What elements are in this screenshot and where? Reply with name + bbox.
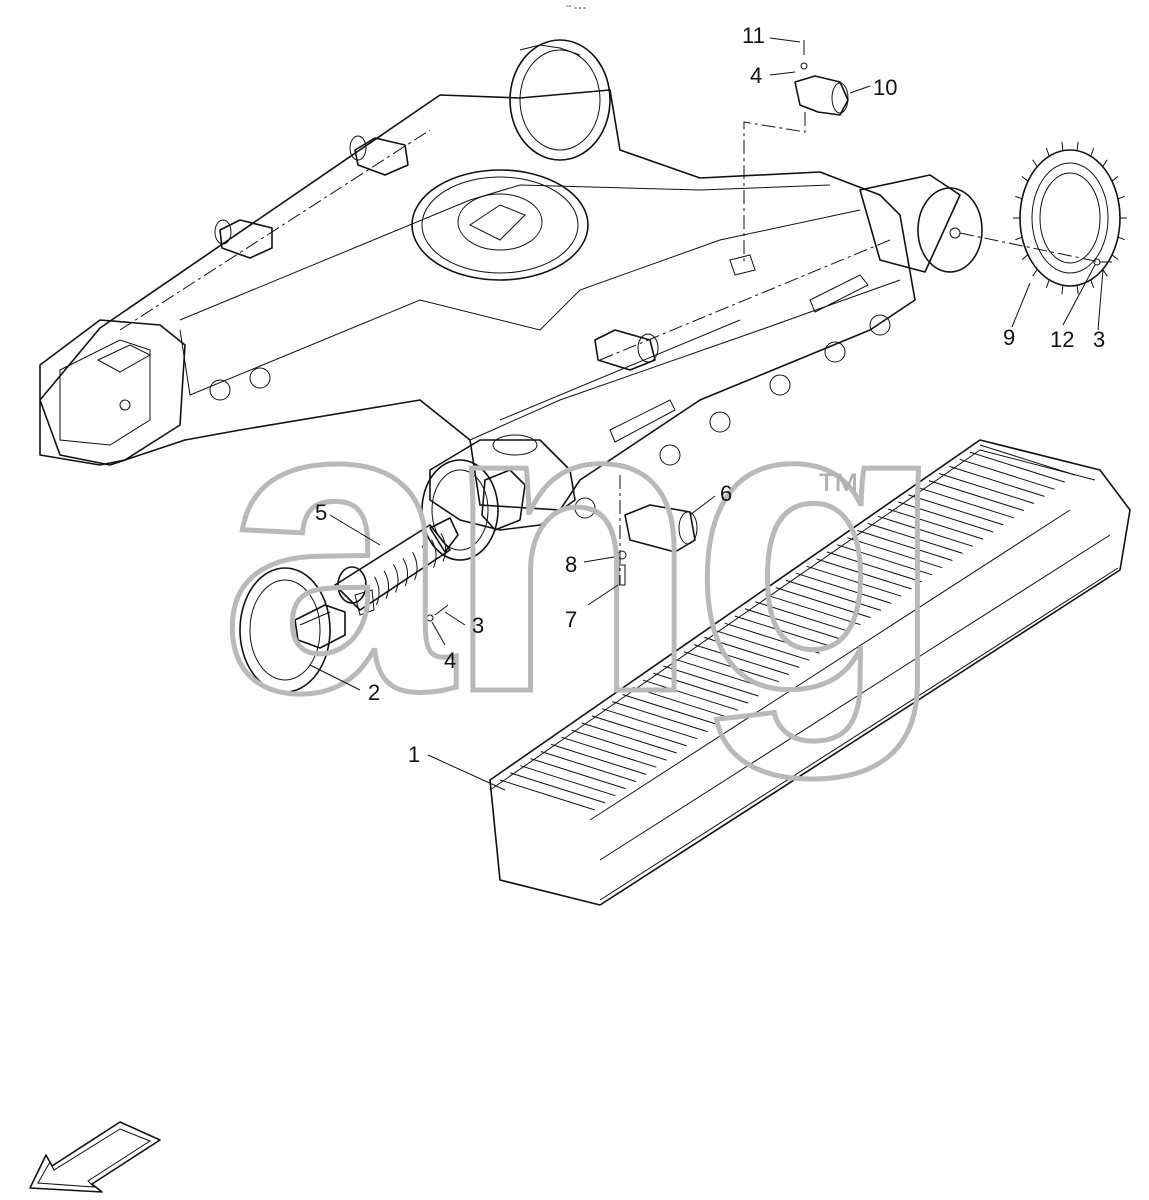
callout-3: 3 [472,613,484,638]
header-marks: °° ∘∘∘ [566,4,587,12]
bolt-and-washer-front [426,604,449,622]
callout-labels: 1 2 3 3 4 4 5 6 7 8 9 10 11 12 [315,23,1105,767]
callout-12: 12 [1050,327,1074,352]
callout-2: 2 [368,680,380,705]
lower-roller-exploded [617,475,698,586]
callout-10: 10 [873,75,897,100]
callout-6: 6 [720,481,732,506]
leader-lines [309,37,1104,791]
callout-4: 4 [444,648,456,673]
callout-9: 9 [1003,325,1015,350]
track-chain [489,439,1131,906]
sprocket-exploded [959,141,1127,295]
callout-1: 1 [408,742,420,767]
upper-roller-exploded [743,40,849,262]
watermark-text: ang [220,311,937,782]
track-adjuster-spring [334,517,459,616]
callout-3-right: 3 [1093,327,1105,352]
callout-7: 7 [565,607,577,632]
watermark-trademark: ™ [815,463,861,515]
direction-arrow-icon [29,1121,161,1193]
callout-4-top: 4 [750,63,762,88]
callout-5: 5 [315,500,327,525]
callout-11: 11 [742,23,765,48]
front-idler [239,567,346,693]
callout-8: 8 [565,552,577,577]
